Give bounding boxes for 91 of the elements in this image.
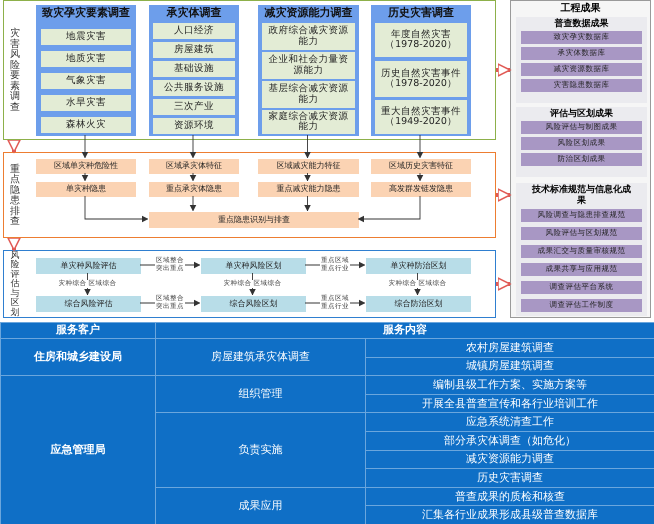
item-box: 重点隐患识别与排查 — [149, 212, 359, 228]
column-header: 服务客户 — [0, 322, 156, 338]
item-box: 森林火灾 — [41, 117, 131, 133]
arrow — [190, 196, 196, 212]
block-arrow — [496, 63, 511, 77]
item-box: 公共服务设施 — [153, 80, 235, 96]
group-panel — [516, 183, 647, 316]
arrow — [249, 272, 256, 296]
group-title: 致灾孕灾要素调查 — [41, 7, 131, 18]
section-title: 灾害风险要素调查 — [9, 29, 21, 113]
arrow — [358, 196, 420, 222]
item-box: 综合风险评估 — [36, 296, 141, 312]
item-box: 综合防治区划 — [366, 296, 471, 312]
arrow — [190, 134, 196, 158]
group-panel — [516, 107, 647, 177]
arrow — [304, 196, 311, 212]
arrow — [304, 300, 366, 306]
category-panel — [36, 5, 136, 136]
block-arrow — [496, 277, 511, 291]
arrow — [84, 272, 91, 296]
table-entry: 农村房屋建筑调查 — [366, 338, 654, 358]
group-title: 评估与区划成果 — [548, 109, 614, 120]
item-box: 企业和社会力量资源能力 — [262, 52, 355, 79]
table-entry: 减灾资源能力调查 — [366, 450, 654, 469]
category-panel — [149, 5, 239, 136]
arrow — [190, 172, 196, 182]
item-box: 单灾种风险区划 — [201, 258, 306, 274]
arrow — [304, 134, 311, 158]
section-title: 风险评估与区划 — [10, 252, 20, 318]
table-entry: 城镇房屋建筑调查 — [366, 357, 654, 376]
group-title: 技术标准规范与信息化成果 — [530, 185, 632, 207]
group-panel — [516, 17, 647, 103]
group-title: 承灾体调查 — [165, 7, 222, 18]
group-title: 普查数据成果 — [554, 19, 610, 30]
item-box: 政府综合减灾资源能力 — [262, 23, 355, 50]
group-title: 工程成果 — [560, 3, 602, 14]
item-box: 地质灾害 — [41, 51, 131, 67]
item-box: 区域承灾体特征 — [149, 159, 239, 174]
arrow — [304, 172, 311, 182]
item-box: 资源环境 — [153, 118, 235, 134]
table-entry: 住房和城乡建设局 — [0, 338, 156, 376]
item-box: 年度自然灾害（1978-2020） — [375, 23, 467, 57]
item-box: 家庭综合减灾资源能力 — [262, 110, 355, 134]
item-box: 房屋建筑 — [153, 42, 235, 58]
section-panel — [3, 0, 496, 140]
arrow — [82, 134, 88, 158]
arrow — [140, 262, 200, 268]
table-entry: 组织管理 — [156, 376, 366, 413]
item-box: 单灾种风险评估 — [36, 258, 141, 274]
item-box: 气象灾害 — [41, 73, 131, 89]
category-panel — [258, 5, 359, 136]
item-box: 单灾种隐患 — [36, 182, 136, 197]
group-title: 减灾资源能力调查 — [264, 7, 354, 18]
item-box: 单灾种防治区划 — [366, 258, 471, 274]
table-entry: 应急管理局 — [0, 376, 156, 524]
column-header: 服务内容 — [156, 322, 654, 338]
item-box: 重大自然灾害事件（1949-2020） — [375, 100, 467, 134]
item-box: 三次产业 — [153, 99, 235, 115]
arrow — [304, 262, 366, 268]
arrow — [416, 134, 424, 158]
arrow — [82, 172, 88, 182]
block-arrow — [496, 188, 511, 202]
arrow — [414, 272, 421, 296]
item-box: 综合风险区划 — [201, 296, 306, 312]
item-box: 基础设施 — [153, 61, 235, 77]
item-box: 地震灾害 — [41, 29, 131, 45]
block-arrow — [7, 237, 21, 251]
arrow — [140, 300, 200, 306]
item-box: 历史自然灾害事件（1978-2020） — [375, 61, 467, 97]
table-entry: 历史灾害调查 — [366, 468, 654, 488]
item-box: 高发群发链发隐患 — [371, 182, 471, 197]
table-entry: 房屋建筑承灾体调查 — [156, 338, 366, 376]
section-panel — [3, 152, 496, 238]
item-box: 重点减灾能力隐患 — [258, 182, 359, 197]
arrow — [84, 196, 148, 222]
item-box: 基层综合减灾资源能力 — [262, 81, 355, 108]
section-title: 重点隐患排查 — [9, 164, 21, 228]
item-box: 人口经济 — [153, 23, 235, 39]
item-box: 区域减灾能力特征 — [258, 159, 359, 174]
table-entry: 编制县级工作方案、实施方案等 — [366, 376, 654, 394]
table-entry: 负责实施 — [156, 412, 366, 488]
item-box: 区域历史灾害特征 — [371, 159, 471, 174]
block-arrow — [7, 139, 21, 153]
table-entry: 应急系统清查工作 — [366, 412, 654, 432]
results-panel — [510, 0, 651, 318]
category-panel — [371, 5, 471, 136]
item-box: 重点承灾体隐患 — [149, 182, 239, 197]
group-title: 历史灾害调查 — [387, 7, 455, 18]
item-box: 水旱灾害 — [41, 95, 131, 111]
item-box: 区域单灾种危险性 — [36, 159, 136, 174]
arrow — [416, 172, 424, 182]
